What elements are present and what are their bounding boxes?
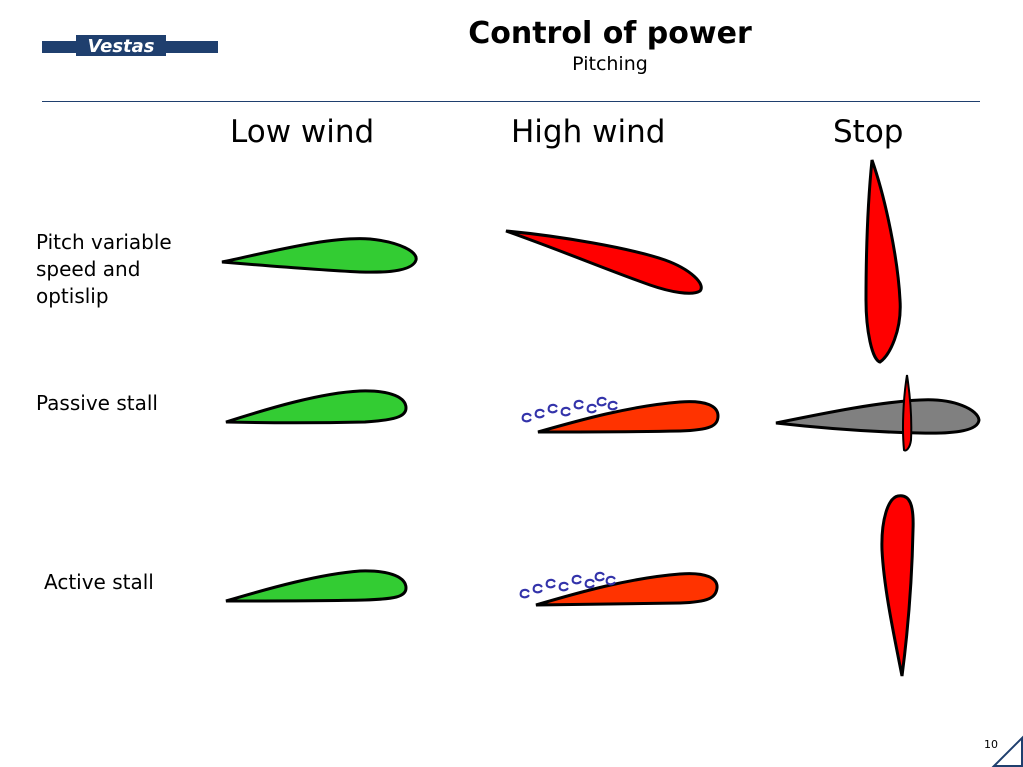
logo-wordmark: Vestas	[87, 36, 154, 57]
airfoil-active-stop	[880, 494, 915, 677]
page-number: 10	[984, 738, 998, 751]
page-title: Control of power	[468, 16, 752, 51]
airfoil-passive-low-wind	[225, 389, 408, 425]
row-label-active-stall: Active stall	[44, 570, 154, 594]
row-label-pitch-variable-speed: Pitch variable speed and optislip	[36, 230, 172, 308]
corner-triangle-icon	[991, 735, 1023, 767]
airfoil-pitch-high-wind	[505, 229, 703, 295]
airfoil-pitch-stop	[864, 159, 902, 364]
airfoil-passive-stop-red	[902, 374, 913, 452]
column-header-high-wind: High wind	[511, 114, 666, 150]
airfoil-passive-high-wind	[537, 400, 720, 434]
row-label-passive-stall: Passive stall	[36, 391, 158, 415]
airfoil-active-low-wind	[225, 569, 408, 603]
airfoil-pitch-low-wind	[221, 237, 418, 274]
header-divider	[42, 101, 980, 102]
airfoil-active-high-wind	[535, 572, 719, 607]
column-header-stop: Stop	[833, 114, 904, 150]
airfoil-passive-stop-gray	[775, 398, 981, 435]
vestas-logo: Vestas	[42, 35, 218, 57]
page-subtitle: Pitching	[572, 53, 648, 75]
column-header-low-wind: Low wind	[230, 114, 375, 150]
